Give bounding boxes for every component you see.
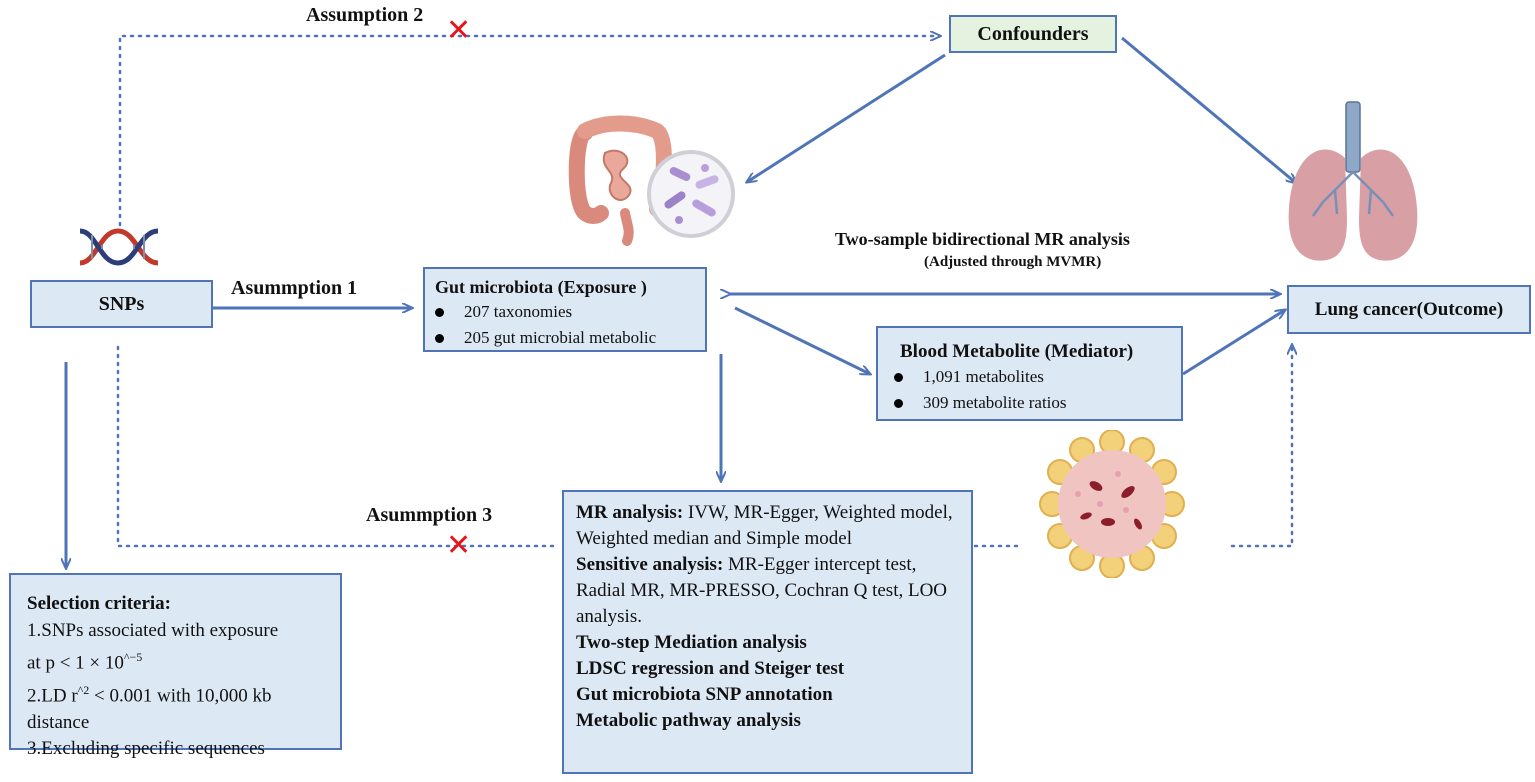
tumor-cells-icon <box>1039 430 1185 578</box>
mediator-box: Blood Metabolite (Mediator) 1,091 metabo… <box>876 326 1183 421</box>
bullet-dot <box>894 372 903 382</box>
mr-methods: MR analysis: IVW, MR-Egger, Weighted mod… <box>576 502 953 549</box>
mr-analysis-title: Two-sample bidirectional MR analysis <box>835 229 1130 249</box>
selection-line1b: at p < 1 × 10^−5 <box>27 650 143 674</box>
list-item: 1,091 metabolites <box>894 364 1181 390</box>
assumption2-label: Assumption 2 <box>306 4 424 26</box>
arrow-exposure-mediator <box>734 306 870 374</box>
outcome-box: Lung cancer(Outcome) <box>1287 285 1531 334</box>
bullet-dot <box>435 333 444 343</box>
selection-line2a: 2.LD r^2 < 0.001 with 10,000 kb <box>27 682 272 707</box>
analysis-step: Gut microbiota SNP annotation <box>576 684 833 705</box>
dotted-assumption3-right <box>1230 345 1292 548</box>
bullet-dot <box>435 307 444 317</box>
exposure-box: Gut microbiota (Exposure ) 207 taxonomie… <box>423 267 707 352</box>
assumption1-label: Asummption 1 <box>231 277 358 299</box>
mr-analysis-subtitle: (Adjusted through MVMR) <box>924 254 1102 270</box>
analysis-step: Two-step Mediation analysis <box>576 632 807 653</box>
outcome-label: Lung cancer(Outcome) <box>1314 298 1504 320</box>
dotted-assumption2 <box>118 36 940 227</box>
exposure-title: Gut microbiota (Exposure ) <box>435 277 647 297</box>
selection-line3: 3.Excluding specific sequences <box>27 738 265 760</box>
mediator-title: Blood Metabolite (Mediator) <box>900 341 1134 362</box>
list-item: 309 metabolite ratios <box>894 390 1181 416</box>
assumption3-label: Asummption 3 <box>366 504 493 526</box>
cross-icon: ✕ <box>446 528 472 563</box>
selection-criteria-box: Selection criteria: 1.SNPs associated wi… <box>9 573 342 759</box>
snps-box: SNPs <box>30 280 213 328</box>
analysis-step: Metabolic pathway analysis <box>576 710 801 731</box>
arrow-confounders-gut <box>747 53 946 182</box>
dotted-assumption3-left <box>116 345 560 548</box>
list-item: 207 taxonomies <box>435 299 705 325</box>
analysis-step: LDSC regression and Steiger test <box>576 658 845 679</box>
cross-icon: ✕ <box>446 13 472 48</box>
selection-line1a: 1.SNPs associated with exposure <box>27 619 279 641</box>
arrow-confounders-lungs <box>1121 36 1296 183</box>
analysis-box: MR analysis: IVW, MR-Egger, Weighted mod… <box>562 490 973 774</box>
sensitive-analysis: Sensitive analysis: MR-Egger intercept t… <box>576 554 948 627</box>
confounders-label: Confounders <box>977 22 1089 45</box>
selection-line2b: distance <box>27 711 90 733</box>
bullet-dot <box>894 398 903 408</box>
lungs-icon <box>1288 101 1418 261</box>
snps-label: SNPs <box>98 292 145 315</box>
confounders-box: Confounders <box>949 15 1117 53</box>
dna-icon <box>79 228 159 266</box>
selection-title: Selection criteria: <box>27 593 172 614</box>
bacteria-icon <box>647 150 735 238</box>
list-item: 205 gut microbial metabolic <box>435 325 705 351</box>
arrow-mediator-outcome <box>1182 310 1285 376</box>
